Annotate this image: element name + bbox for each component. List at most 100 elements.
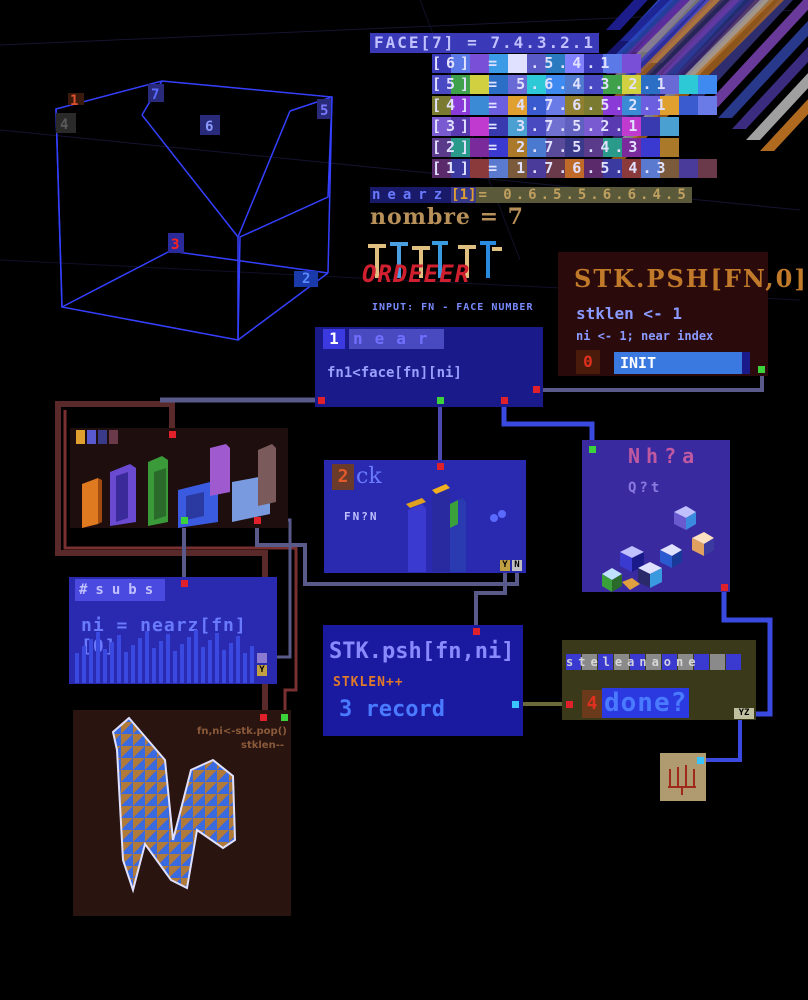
face-table: FACE[7] = 7.4.3.2.1: [370, 33, 610, 183]
port-check-top[interactable]: [437, 463, 444, 470]
subs-bar: [166, 634, 170, 683]
subs-bar: [215, 633, 219, 683]
init-panel: STK.PSH[FN,0] stklen <- 1 ni <- 1; near …: [558, 252, 806, 376]
near-panel: 1 near fn1<face[fn][ni]: [315, 327, 543, 407]
face-table-cell: [660, 117, 679, 136]
subs-bar: [96, 632, 100, 683]
face-table-cell: [546, 159, 565, 178]
subs-bar: [194, 630, 198, 683]
face-table-cell: [584, 159, 603, 178]
face-table-cell: [432, 75, 451, 94]
face-table-row-label: [5] = 5.6.4.3.2.1: [432, 75, 671, 93]
subs-bars: [75, 630, 254, 683]
done-badge: YZ: [734, 708, 754, 719]
face-table-cell: [603, 75, 622, 94]
cube-label-4: 4: [60, 117, 68, 133]
face-table-cell: [432, 54, 451, 73]
subs-bar: [103, 649, 107, 683]
wire-brown-2: [63, 410, 298, 716]
wire-grey-init: [537, 370, 764, 392]
pop-line2: stklen--: [241, 740, 285, 751]
init-button[interactable]: INIT: [614, 352, 748, 374]
nearz-row: nearz [1] = 0.6.5.5.6.6.4.5: [370, 186, 692, 204]
done-title-block: [662, 654, 677, 670]
port-stk-right[interactable]: [512, 701, 519, 708]
order-block: ORDEEER INPUT: FN - FACE NUMBER: [362, 240, 552, 320]
port-subs-top[interactable]: [181, 580, 188, 587]
port-blocks-bottom[interactable]: [181, 517, 188, 524]
face-table-cell: [679, 96, 698, 115]
port-done-left[interactable]: [566, 701, 573, 708]
init-panel-title: STK.PSH[FN,0]: [574, 264, 808, 293]
face-table-cell: [508, 54, 527, 73]
init-zero: 0: [576, 350, 600, 374]
face-table-cell: [565, 117, 584, 136]
subs-bar: [124, 652, 128, 683]
face-table-stripe: [760, 99, 808, 151]
face-table-cell: [470, 159, 489, 178]
port-near-right[interactable]: [501, 397, 508, 404]
face-table-cell: [527, 54, 546, 73]
face-table-cell: [470, 75, 489, 94]
face-table-cell: [565, 138, 584, 157]
wire-blue-cubes: [501, 400, 595, 448]
cube-label-7: 7: [151, 87, 159, 103]
face-table-stripe: [718, 20, 808, 118]
face-table-cell: [546, 117, 565, 136]
port-near-left[interactable]: [318, 397, 325, 404]
face-table-cell: [584, 138, 603, 157]
subs-bar: [208, 640, 212, 683]
face-table-row-label: [6] = 6.5.4.1: [432, 54, 615, 72]
face-table-cell: [451, 54, 470, 73]
check-label: ck: [356, 464, 382, 489]
face-table-cell: [622, 96, 641, 115]
face-table-cell: [527, 159, 546, 178]
nombre-text: nombre = 7: [370, 204, 524, 230]
port-pop-left[interactable]: [260, 714, 267, 721]
port-blocks-top[interactable]: [169, 431, 176, 438]
wire-blue-sink: [700, 718, 742, 762]
blocks-illustration: [82, 444, 276, 528]
face-table-row: [2] = 2.7.5.4.3: [432, 138, 679, 157]
nearz-index: [1]: [451, 187, 477, 203]
done-label: done?: [602, 688, 690, 718]
done-title-block: [678, 654, 693, 670]
blocks-title-swatch: [109, 430, 118, 444]
face-table-cell: [641, 117, 660, 136]
face-table-cell: [451, 96, 470, 115]
face-table-row: [4] = 4.7.6.5.2.1: [432, 96, 717, 115]
wireframe-cube: 1 7 6 5 4 3 2: [55, 80, 333, 341]
cubes-sub: Q?t: [628, 480, 663, 496]
nearz-label: nearz: [370, 187, 452, 203]
face-table-cell: [622, 54, 641, 73]
face-table-header: FACE[7] = 7.4.3.2.1: [370, 33, 600, 53]
near-title: near: [349, 329, 444, 349]
face-table-cell: [660, 75, 679, 94]
cube-label-6: 6: [205, 119, 213, 135]
wire-blue-done: [721, 589, 773, 717]
port-blocks-right[interactable]: [254, 517, 261, 524]
face-table-cell: [603, 159, 622, 178]
port-stk-top[interactable]: [473, 628, 480, 635]
port-pop-right[interactable]: [281, 714, 288, 721]
face-table-cell: [527, 138, 546, 157]
subs-bar: [250, 646, 254, 683]
done-title-block: [710, 654, 725, 670]
face-table-cell: [565, 96, 584, 115]
face-table-cell: [603, 54, 622, 73]
port-cubes-top[interactable]: [589, 446, 596, 453]
port-near-mid[interactable]: [437, 397, 444, 404]
subs-bar: [229, 643, 233, 683]
port-init[interactable]: [758, 366, 765, 373]
port-cubes-bottom[interactable]: [721, 584, 728, 591]
port-near-out[interactable]: [533, 386, 540, 393]
subs-bar: [173, 651, 177, 683]
port-sink[interactable]: [697, 757, 704, 764]
face-table-cell: [622, 159, 641, 178]
subs-bar: [201, 647, 205, 683]
face-table-row: [6] = 6.5.4.1: [432, 54, 641, 73]
face-table-cell: [489, 96, 508, 115]
cube-label-5: 5: [320, 103, 328, 119]
